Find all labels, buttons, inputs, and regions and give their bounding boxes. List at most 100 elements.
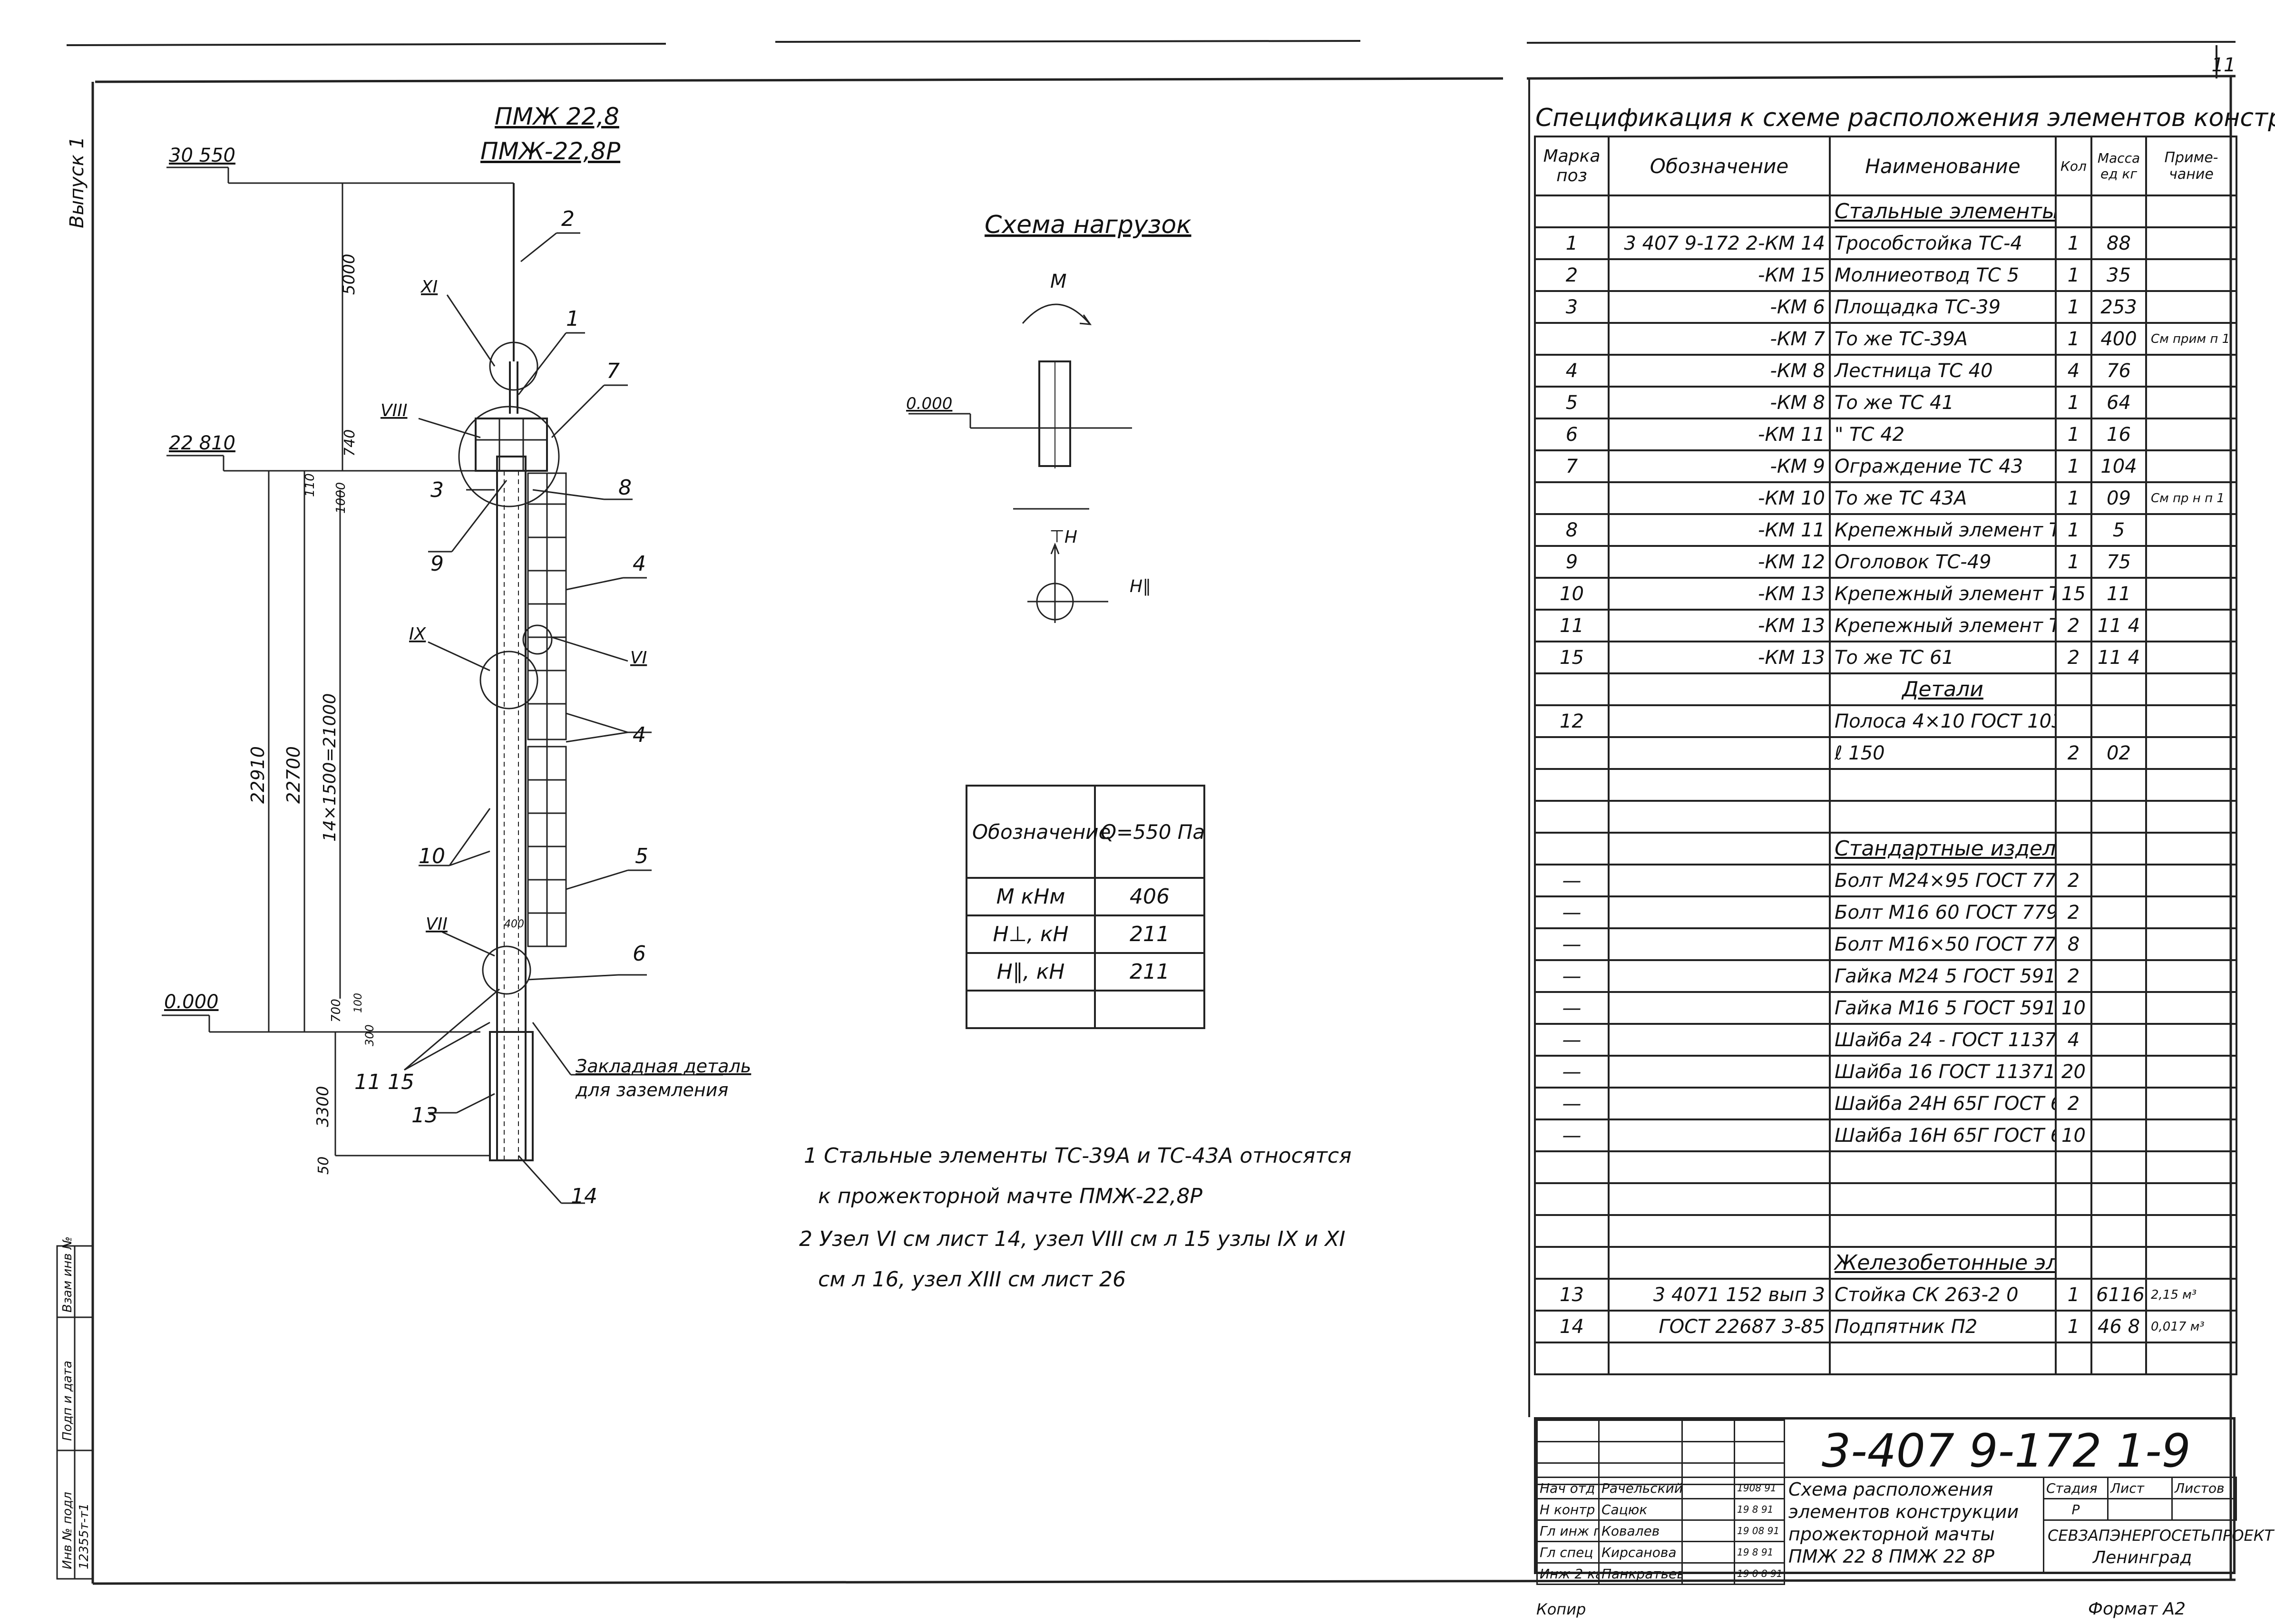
- spec-cell-code: -КМ 8: [1608, 386, 1831, 419]
- spec-section-row: Детали: [1534, 672, 2237, 706]
- spec-cell-name: Шайба 16 ГОСТ 11371 78*: [1829, 1055, 2057, 1089]
- desc-line4: ПМЖ 22 8 ПМЖ 22 8Р: [1788, 1546, 1994, 1567]
- staff-row: Инж 2 катПанкратьева19 0 8 91: [1536, 1562, 1785, 1585]
- spec-cell-pos: 4: [1534, 354, 1610, 388]
- spec-cell-note: [2145, 736, 2237, 770]
- spec-cell-qty: [2055, 1150, 2092, 1184]
- staff-date: 19 8 91: [1734, 1498, 1785, 1521]
- spec-cell-code: -КМ 10: [1608, 481, 1831, 515]
- spec-cell-mass: 11 4: [2090, 609, 2147, 642]
- note-2-line2: см л 16, узел XIII см лист 26: [818, 1267, 1126, 1292]
- spec-cell-qty: 2: [2055, 895, 2092, 929]
- spec-cell-pos: 5: [1534, 386, 1610, 419]
- footer-format: Формат А2: [2088, 1599, 2186, 1619]
- callout-14: 14: [571, 1184, 597, 1208]
- spec-cell-qty: 20: [2055, 1055, 2092, 1089]
- staff-date: 19 0 8 91: [1734, 1562, 1785, 1585]
- spec-cell-name: [1829, 768, 2057, 802]
- spec-cell-qty: 2: [2055, 864, 2092, 897]
- spec-cell-note: [2145, 1055, 2237, 1089]
- spec-cell-note: [2145, 959, 2237, 993]
- spec-cell-note: [2145, 258, 2237, 292]
- spec-cell-pos: 3: [1534, 290, 1610, 324]
- spec-cell-qty: [2055, 768, 2092, 802]
- spec-cell-name: Шайба 24 - ГОСТ 11371-78*: [1829, 1023, 2057, 1057]
- spec-cell-pos: [1534, 322, 1610, 356]
- spec-cell-code: [1608, 1055, 1831, 1089]
- spec-cell-code: ГОСТ 22687 3-85: [1608, 1310, 1831, 1343]
- loads-cell: 406: [1094, 877, 1205, 916]
- dim-110: 110: [303, 473, 317, 497]
- node-ref-vii: VII: [426, 914, 448, 934]
- callout-1: 1: [566, 307, 579, 331]
- spec-cell-code: 3 407 9-172 2-КМ 14: [1608, 226, 1831, 260]
- spec-cell-pos: 7: [1534, 449, 1610, 483]
- spec-cell-mass: [2090, 704, 2147, 738]
- spec-cell-mass: [2090, 1150, 2147, 1184]
- dim-22910: 22910: [247, 746, 268, 804]
- spec-cell-mass: [2090, 1023, 2147, 1057]
- spec-cell-mass: 88: [2090, 226, 2147, 260]
- spec-cell-note: [2145, 1023, 2237, 1057]
- dim-700: 700: [329, 999, 343, 1022]
- dim-100: 100: [352, 993, 364, 1013]
- spec-cell-pos: 6: [1534, 418, 1610, 451]
- dim-5000: 5000: [340, 253, 359, 295]
- org-name: СЕВЗАПЭНЕРГОСЕТЬПРОЕКТ: [2048, 1527, 2274, 1545]
- spec-cell-code: -КМ 12: [1608, 545, 1831, 579]
- spec-cell-qty: 1: [2055, 1278, 2092, 1312]
- spec-cell-name: Лестница ТС 40: [1829, 354, 2057, 388]
- spec-cell-note: [2145, 545, 2237, 579]
- spec-cell-pos: 14: [1534, 1310, 1610, 1343]
- dim-22700: 22700: [283, 746, 304, 804]
- spec-cell-qty: 1: [2055, 322, 2092, 356]
- spec-cell-note: [2145, 418, 2237, 451]
- spec-cell-code: [1608, 927, 1831, 961]
- node-ref-viii: VIII: [381, 401, 407, 420]
- spec-cell-mass: 75: [2090, 545, 2147, 579]
- spec-cell-note: [2145, 1087, 2237, 1120]
- spec-cell-pos: 10: [1534, 577, 1610, 611]
- spec-cell-qty: [2055, 1182, 2092, 1216]
- spec-cell-mass: [2090, 864, 2147, 897]
- spec-cell-pos: 1: [1534, 226, 1610, 260]
- spec-cell-mass: [2090, 959, 2147, 993]
- spec-cell-mass: [2090, 768, 2147, 802]
- staff-role: Нач отд: [1536, 1477, 1600, 1499]
- spec-cell-qty: 8: [2055, 927, 2092, 961]
- loads-moment-label: M: [1050, 271, 1067, 292]
- spec-cell-mass: [2090, 1087, 2147, 1120]
- loads-cell: M кНм: [966, 877, 1096, 916]
- spec-cell-pos: 15: [1534, 641, 1610, 674]
- spec-cell-mass: 11 4: [2090, 641, 2147, 674]
- spec-cell-pos: [1534, 1342, 1610, 1375]
- loads-table: Обозначение Q=550 Па M кНм 406 H⊥, кН 21…: [966, 785, 1205, 1029]
- embedded-part-line2: для заземления: [575, 1079, 728, 1100]
- spec-cell-name: То же ТС 41: [1829, 386, 2057, 419]
- staff-date: 19 08 91: [1734, 1519, 1785, 1542]
- spec-cell-note: [2145, 800, 2237, 834]
- spec-cell-qty: 2: [2055, 959, 2092, 993]
- callout-3: 3: [430, 478, 444, 502]
- spec-header-name: Наименование: [1829, 136, 2057, 196]
- spec-cell-name: Полоса 4×10 ГОСТ 103 76*: [1829, 704, 2057, 738]
- sheet-number: 11: [2212, 54, 2236, 76]
- spec-cell-name: Шайба 16Н 65Г ГОСТ 6402 70*: [1829, 1118, 2057, 1152]
- spec-cell-code: [1608, 1087, 1831, 1120]
- spec-cell-code: [1608, 800, 1831, 834]
- spec-cell-mass: 02: [2090, 736, 2147, 770]
- spec-cell-code: -КМ 13: [1608, 641, 1831, 674]
- spec-cell-name: Крепежный элемент ТС 60: [1829, 609, 2057, 642]
- spec-cell-name: Ограждение ТС 43: [1829, 449, 2057, 483]
- staff-name: Кирсанова: [1598, 1541, 1683, 1564]
- spec-cell-name: Крепежный элемент ТС 51: [1829, 577, 2057, 611]
- staff-signature: [1681, 1477, 1735, 1499]
- spec-cell-pos: 13: [1534, 1278, 1610, 1312]
- mast-mark-1: ПМЖ 22,8: [495, 103, 619, 130]
